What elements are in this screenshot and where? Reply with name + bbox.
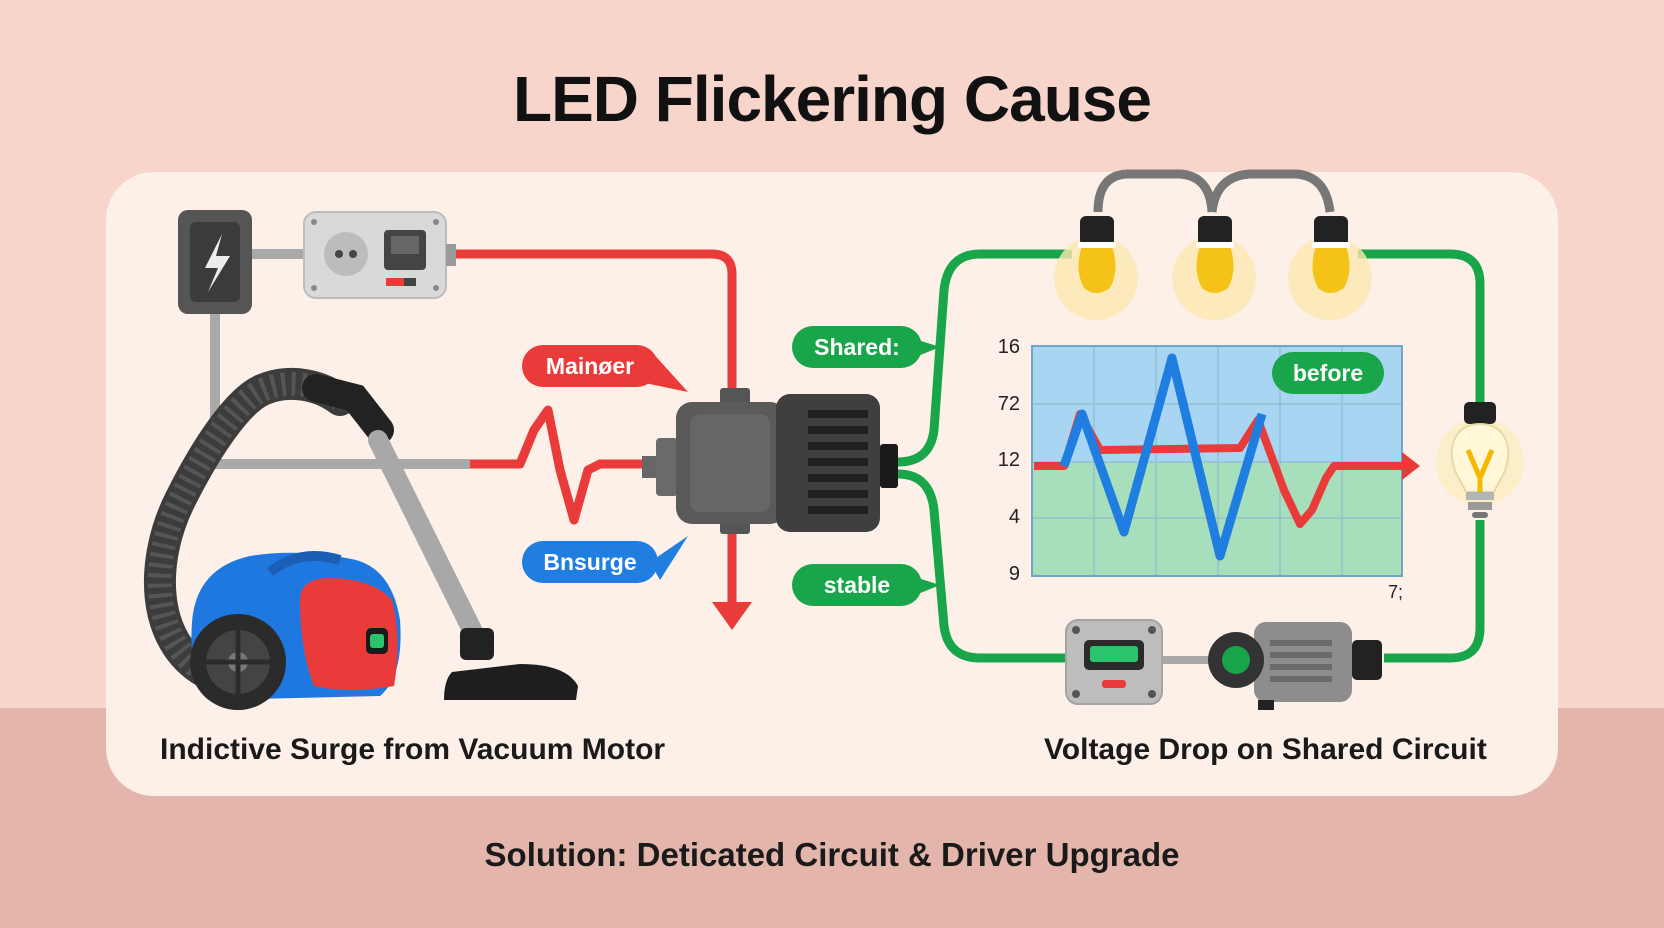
motor-icon <box>642 388 898 534</box>
meter-icon <box>1065 619 1163 705</box>
y-tick: 72 <box>997 393 1020 415</box>
vacuum-icon <box>144 368 578 710</box>
surge-wire <box>445 249 737 400</box>
surge-spike-line <box>470 405 645 525</box>
y-tick: 12 <box>997 449 1020 471</box>
power-bolt-icon <box>178 210 252 314</box>
voltage-trace-line <box>1059 353 1267 561</box>
left-caption: Indictive Surge from Vacuum Motor <box>160 733 666 766</box>
trace-arrow <box>1402 452 1420 480</box>
shared-bubble: Shared: <box>792 326 922 368</box>
solution-text: Solution: Deticated Circuit & Driver Upg… <box>484 836 1180 873</box>
main-surge-bubble: Mainøer <box>522 345 658 387</box>
circuit-wire-bottom <box>897 469 1068 663</box>
page-title: LED Flickering Cause <box>513 63 1152 135</box>
y-tick: 9 <box>1008 563 1020 585</box>
circuit-wire-bottom-right <box>1384 520 1485 663</box>
right-caption: Voltage Drop on Shared Circuit <box>1044 733 1487 766</box>
surge-bubble: Bnsurge <box>522 541 658 583</box>
y-tick: 16 <box>997 336 1020 358</box>
bubble-tail-stable <box>918 578 940 594</box>
bulb-icon <box>1054 169 1372 320</box>
stable-bubble: stable <box>792 564 922 606</box>
bubble-tail-surge <box>650 536 688 580</box>
circuit-wire-top <box>897 249 1072 467</box>
side-bulb-icon <box>1436 402 1524 518</box>
circuit-wire-top-right <box>1358 249 1485 404</box>
outlet-icon <box>303 211 456 299</box>
before-bubble: before <box>1272 352 1384 394</box>
x-tick: 7; <box>1388 582 1404 602</box>
driver-icon <box>1208 622 1382 710</box>
y-tick: 4 <box>1008 506 1020 528</box>
bubble-tail-shared <box>918 340 940 356</box>
surge-down-arrow <box>712 602 752 630</box>
